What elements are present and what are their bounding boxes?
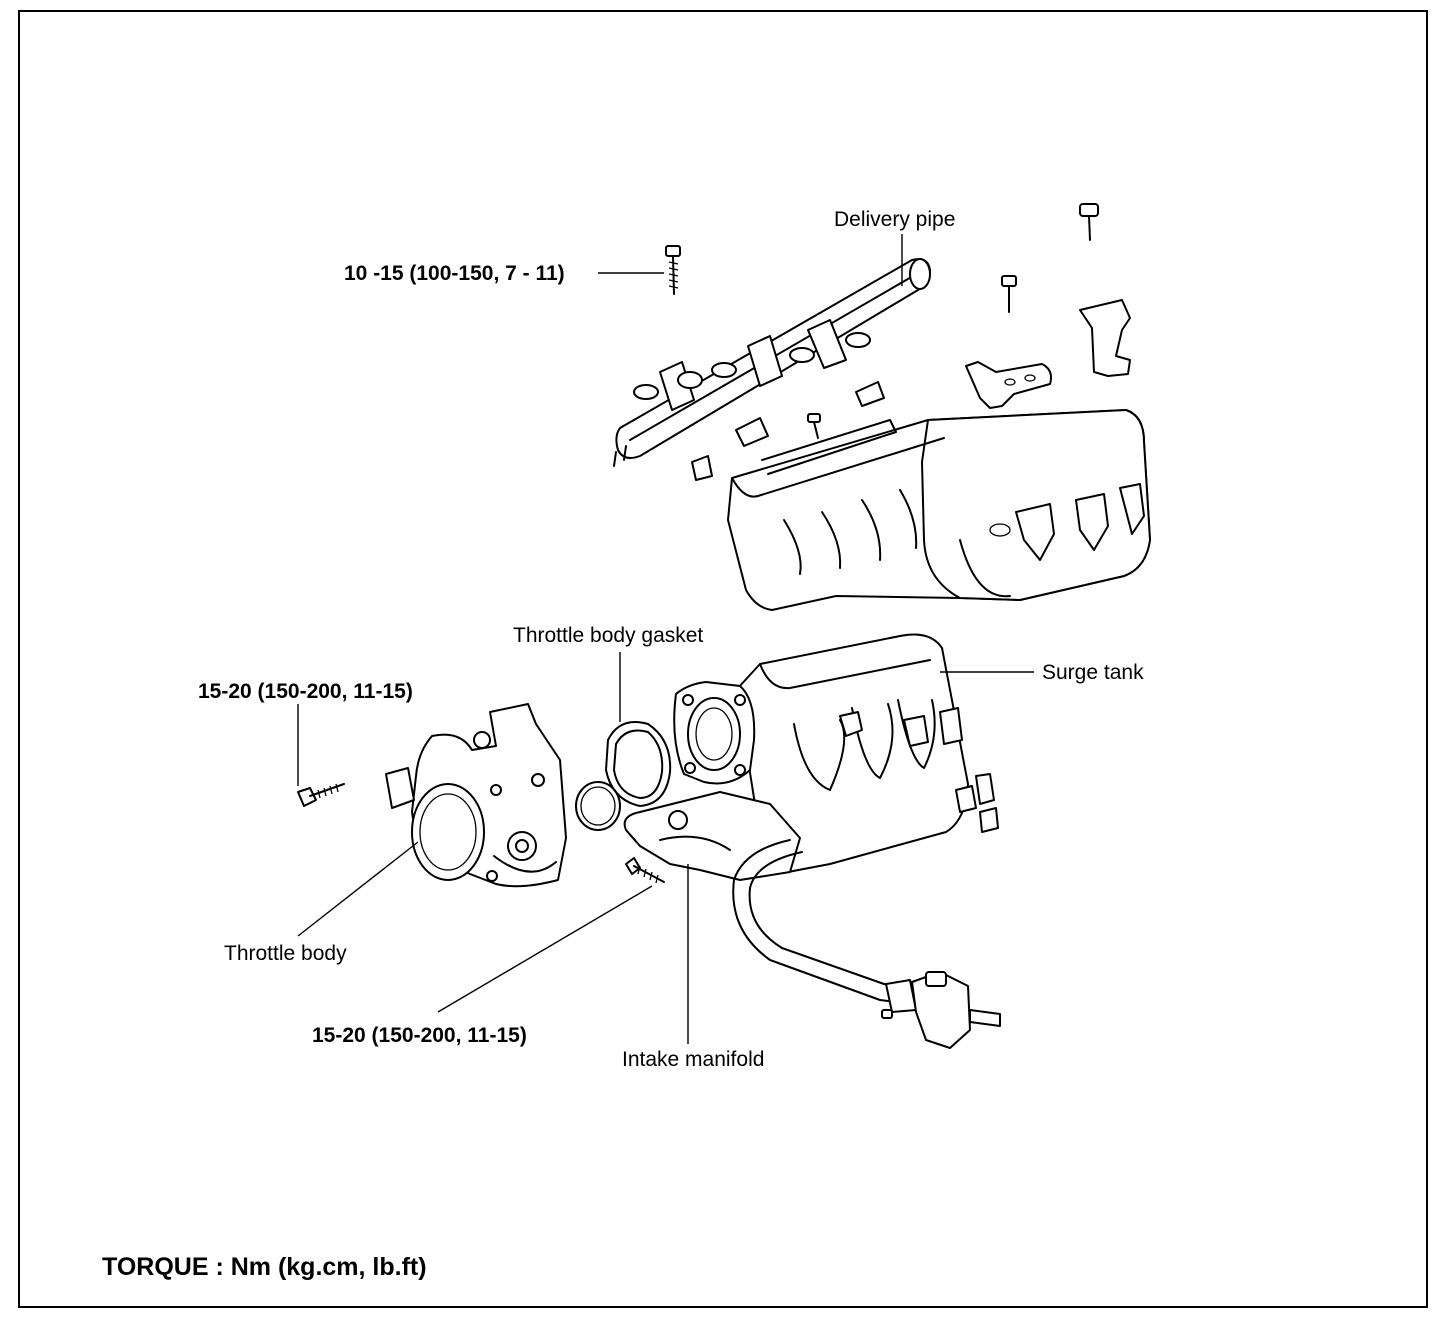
throttle-body-illustration xyxy=(385,703,567,888)
mounting-brackets-illustration xyxy=(965,299,1131,409)
intake-manifold-label: Intake manifold xyxy=(622,1048,765,1071)
intake-manifold-illustration xyxy=(623,791,1001,1049)
throttle-body-gasket-label: Throttle body gasket xyxy=(513,624,704,647)
torque-units-footer: TORQUE : Nm (kg.cm, lb.ft) xyxy=(102,1253,427,1281)
delivery-pipe-bolt-illustration xyxy=(665,245,681,295)
surge-tank-illustration xyxy=(673,633,999,873)
upper-cover-illustration xyxy=(727,409,1151,611)
intake-manifold-bolt-illustration xyxy=(625,857,665,884)
delivery-pipe-label: Delivery pipe xyxy=(834,208,956,231)
o-ring-illustration xyxy=(575,781,621,831)
bracket-bolts-illustration xyxy=(807,203,1099,439)
intake-manifold-bolt-torque-label: 15-20 (150-200, 11-15) xyxy=(312,1024,527,1047)
leader-lines xyxy=(297,234,1034,1044)
delivery-pipe-bolt-torque-label: 10 -15 (100-150, 7 - 11) xyxy=(344,262,565,285)
throttle-body-bolt-torque-label: 15-20 (150-200, 11-15) xyxy=(198,680,413,703)
throttle-body-gasket-illustration xyxy=(605,721,672,807)
throttle-body-label: Throttle body xyxy=(224,942,347,965)
surge-tank-label: Surge tank xyxy=(1042,661,1144,684)
delivery-pipe-illustration xyxy=(613,258,931,481)
throttle-body-bolt-illustration xyxy=(297,783,345,807)
diagram-border xyxy=(18,10,1428,1308)
